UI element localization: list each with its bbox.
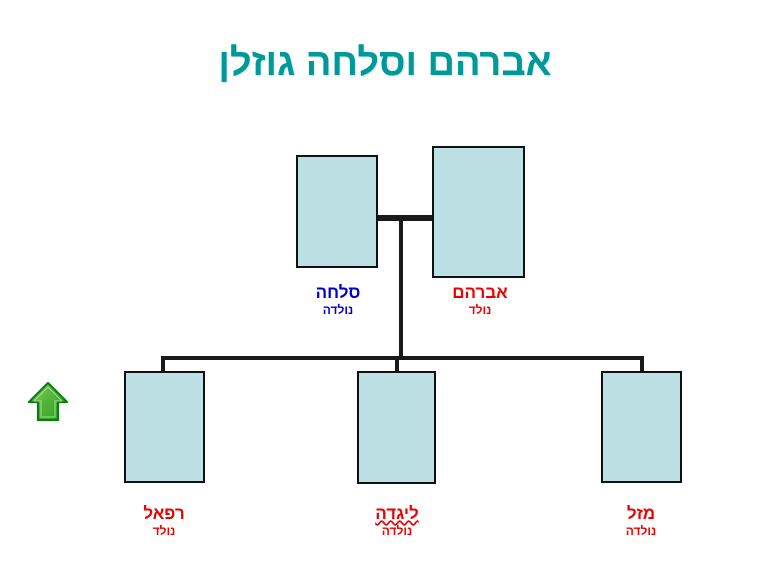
- person-label-mazal: מזל נולדה: [591, 505, 691, 537]
- sibling-drop-ligda: [395, 356, 399, 373]
- person-label-salha: סלחה נולדה: [288, 284, 388, 316]
- person-name-salha: סלחה: [315, 283, 361, 302]
- up-arrow-icon: [27, 381, 69, 422]
- person-status-rafael: נולד: [152, 523, 176, 538]
- photo-frame-ligda[interactable]: [357, 371, 436, 484]
- photo-frame-mazal[interactable]: [601, 371, 682, 483]
- person-name-mazal: מזל: [626, 504, 656, 523]
- sibling-connector-bar: [161, 356, 644, 360]
- up-arrow-button[interactable]: [24, 378, 72, 426]
- page-title: אברהם וסלחה גוזלן: [218, 42, 552, 84]
- person-status-mazal: נולדה: [625, 523, 657, 538]
- sibling-drop-mazal: [640, 356, 644, 373]
- person-status-avraham: נולד: [468, 302, 492, 317]
- person-label-rafael: רפאל נולד: [114, 505, 214, 537]
- marriage-connector: [378, 215, 432, 221]
- person-label-avraham: אברהם נולד: [430, 284, 530, 316]
- person-label-ligda: ליגדה נולדה: [347, 505, 447, 537]
- person-status-ligda: נולדה: [381, 523, 413, 538]
- sibling-drop-rafael: [161, 356, 165, 373]
- descent-connector: [399, 218, 403, 360]
- photo-frame-salha[interactable]: [296, 155, 378, 268]
- person-status-salha: נולדה: [322, 302, 354, 317]
- photo-frame-rafael[interactable]: [124, 371, 205, 483]
- photo-frame-avraham[interactable]: [432, 146, 525, 278]
- person-name-avraham: אברהם: [452, 283, 508, 302]
- person-name-rafael: רפאל: [143, 504, 185, 523]
- person-name-ligda: ליגדה: [375, 504, 419, 523]
